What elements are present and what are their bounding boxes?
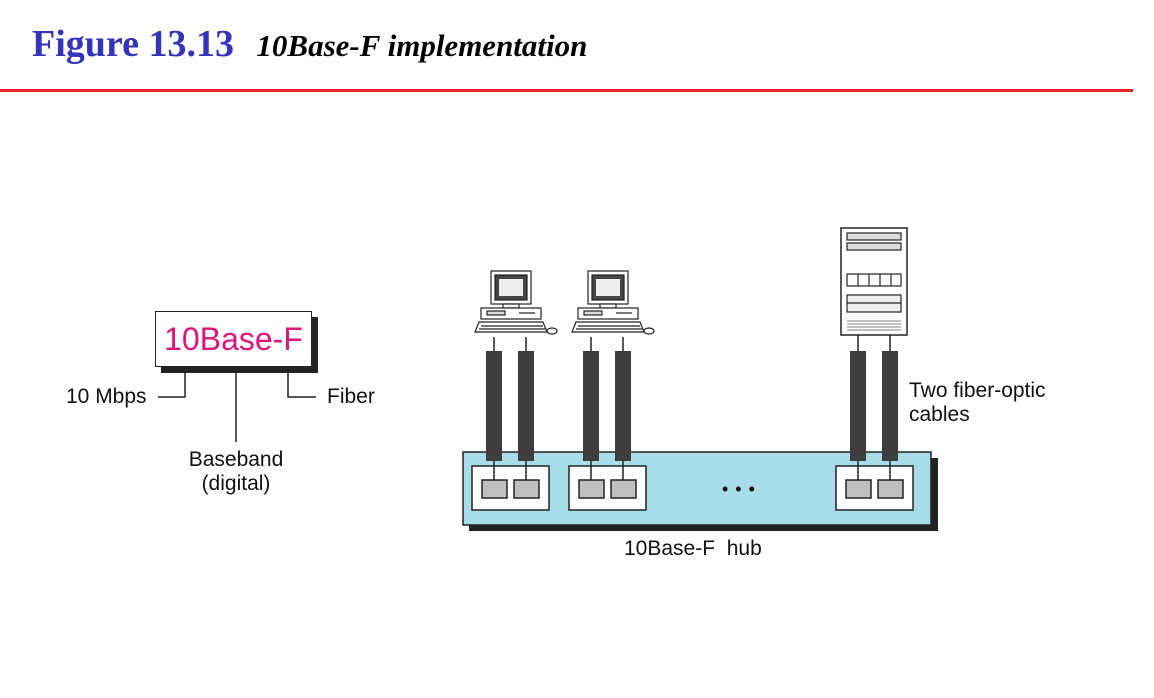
signal-label-line2: (digital) (201, 472, 271, 495)
figure-number: Figure 13.13 (32, 23, 234, 65)
medium-label: Fiber (327, 385, 375, 408)
fiber-cables (486, 334, 898, 480)
naming-lines (158, 367, 316, 442)
figure-header: Figure 13.13 10Base-F implementation (32, 22, 587, 66)
cable-pair-1 (486, 337, 534, 480)
rate-label: 10 Mbps (66, 385, 147, 408)
server-icon (840, 227, 908, 336)
signal-label: Baseband (digital) (176, 448, 296, 496)
cable-label: Two fiber-optic cables (909, 379, 1046, 427)
header-rule (0, 89, 1133, 92)
computer-icon (571, 270, 655, 335)
port-group-1 (471, 465, 550, 511)
port-group-2 (568, 465, 647, 511)
computer-icon (474, 270, 558, 335)
cable-label-line1: Two fiber-optic (909, 379, 1046, 402)
standard-name: 10Base-F (164, 321, 303, 357)
cable-pair-2 (583, 337, 631, 480)
more-ports-ellipsis: • • • (722, 479, 756, 499)
signal-label-line1: Baseband (188, 448, 284, 471)
hub-label: 10Base-F hub (624, 537, 762, 560)
figure-caption: 10Base-F implementation (256, 28, 588, 63)
port-group-3 (835, 465, 914, 511)
cable-label-line2: cables (909, 403, 970, 426)
rate-leader (158, 367, 186, 398)
standard-name-box: 10Base-F (155, 311, 312, 367)
cable-pair-3 (850, 334, 898, 480)
medium-leader (287, 367, 316, 398)
